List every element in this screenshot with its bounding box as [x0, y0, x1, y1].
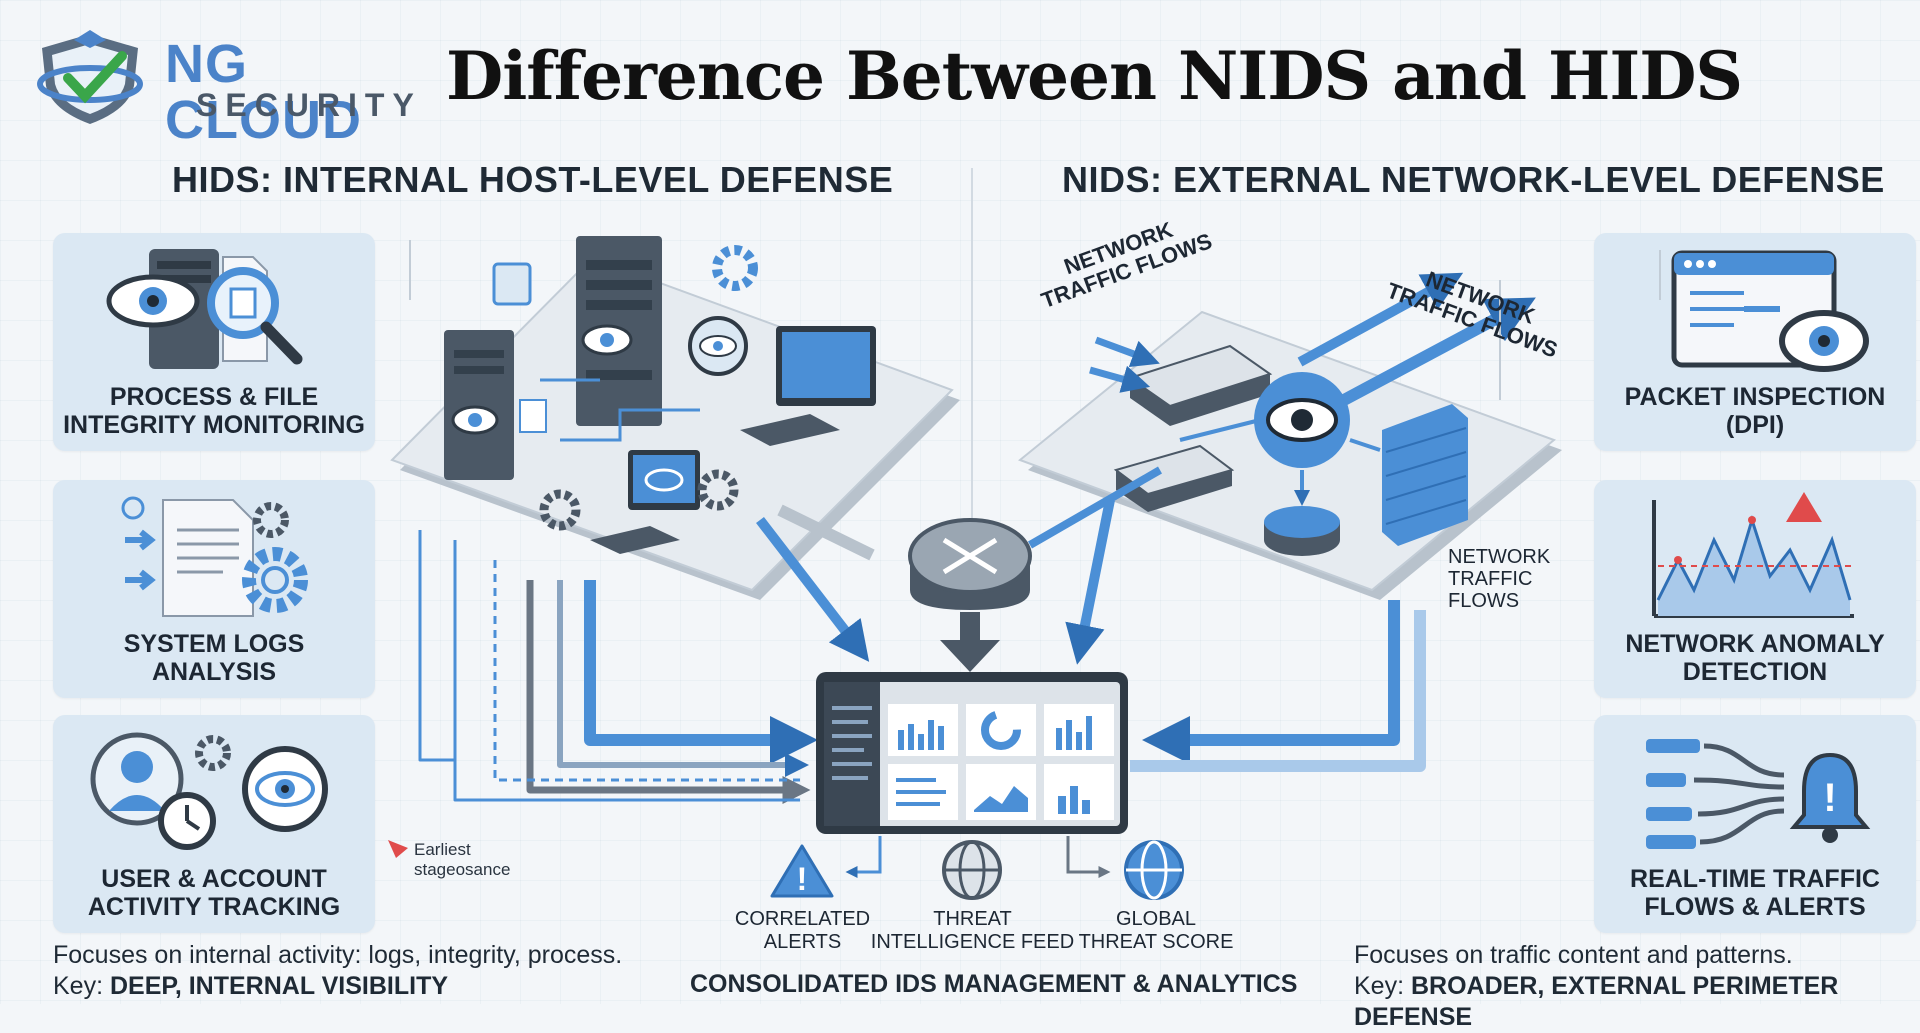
hids-feature-label: PROCESS & FILE INTEGRITY MONITORING	[63, 383, 365, 439]
page-title: Difference Between NIDS and HIDS	[446, 37, 1743, 115]
hids-key-prefix: Key:	[53, 972, 110, 1000]
correlated-alerts-label: CORRELATED ALERTS	[734, 908, 871, 953]
log-document-gear-icon	[121, 496, 308, 617]
section-divider	[971, 168, 973, 588]
nids-feature-label: REAL-TIME TRAFFIC FLOWS & ALERTS	[1630, 865, 1880, 921]
hids-feature-card: PROCESS & FILE INTEGRITY MONITORING	[53, 233, 375, 451]
architecture-diagram: !	[388, 236, 1661, 900]
svg-text:!: !	[797, 861, 808, 897]
hids-host-platform	[390, 236, 960, 600]
nids-feature-label: NETWORK ANOMALY DETECTION	[1625, 630, 1885, 686]
hids-feature-card: SYSTEM LOGS ANALYSIS	[53, 480, 375, 698]
logo-brand-subtitle: SECURITY	[196, 87, 422, 123]
hids-feature-label: SYSTEM LOGS ANALYSIS	[123, 630, 305, 686]
red-flag-icon	[388, 840, 408, 858]
router-icon	[1264, 506, 1340, 538]
svg-text:!: !	[1823, 776, 1836, 820]
user-stopwatch-eye-icon	[90, 732, 328, 850]
nids-key: Key: BROADER, EXTERNAL PERIMETER DEFENSE	[1354, 971, 1920, 1033]
nids-section-title: NIDS: EXTERNAL NETWORK-LEVEL DEFENSE	[1062, 159, 1885, 200]
traffic-flows-label: NETWORK TRAFFIC FLOWS	[1448, 546, 1551, 612]
nids-network-platform	[1018, 272, 1562, 600]
nids-feature-card: PACKET INSPECTION (DPI)	[1594, 233, 1916, 451]
hids-feature-label: USER & ACCOUNT ACTIVITY TRACKING	[87, 865, 341, 921]
browser-window-eye-icon	[1671, 250, 1869, 372]
server-eye-magnifier-icon	[106, 249, 303, 369]
nids-summary: Focuses on traffic content and patterns.…	[1354, 940, 1920, 1033]
nids-feature-card: ! REAL-TIME TRAFFIC FLOWS & ALERTS	[1594, 715, 1916, 933]
core-router-icon	[908, 518, 1032, 672]
global-threat-score-label: GLOBAL THREAT SCORE	[1078, 908, 1234, 953]
hids-key-value: DEEP, INTERNAL VISIBILITY	[109, 972, 449, 1000]
logo: NG CLOUD SECURITY	[30, 26, 414, 148]
nids-key-value: BROADER, EXTERNAL PERIMETER DEFENSE	[1354, 972, 1839, 1031]
nids-feature-card: NETWORK ANOMALY DETECTION	[1594, 480, 1916, 698]
hids-summary: Focuses on internal activity: logs, inte…	[53, 940, 622, 1002]
earliest-stage-note: Earliest stageosance	[414, 840, 511, 879]
shield-check-icon	[37, 30, 143, 124]
consolidated-management-label: CONSOLIDATED IDS MANAGEMENT & ANALYTICS	[690, 970, 1298, 998]
globe-icon	[1124, 840, 1184, 900]
hids-section-title: HIDS: INTERNAL HOST-LEVEL DEFENSE	[172, 159, 894, 200]
anomaly-chart-warning-icon	[1652, 492, 1856, 618]
logo-brand-name: NG CLOUD	[165, 34, 362, 150]
traffic-flows-bell-icon: !	[1646, 739, 1871, 849]
nids-feature-label: PACKET INSPECTION (DPI)	[1624, 383, 1886, 439]
hids-feature-card: USER & ACCOUNT ACTIVITY TRACKING	[53, 715, 375, 933]
warning-triangle-icon: !	[770, 844, 834, 898]
nids-summary-text: Focuses on traffic content and patterns.	[1354, 941, 1793, 969]
ids-dashboard	[816, 672, 1128, 834]
hids-summary-text: Focuses on internal activity: logs, inte…	[53, 941, 623, 969]
firewall-icon	[1382, 404, 1468, 546]
threat-intelligence-label: THREAT INTELLIGENCE FEED	[870, 908, 1075, 953]
nids-key-prefix: Key:	[1354, 972, 1411, 1000]
hids-key: Key: DEEP, INTERNAL VISIBILITY	[53, 971, 622, 1002]
globe-icon	[942, 840, 1002, 900]
